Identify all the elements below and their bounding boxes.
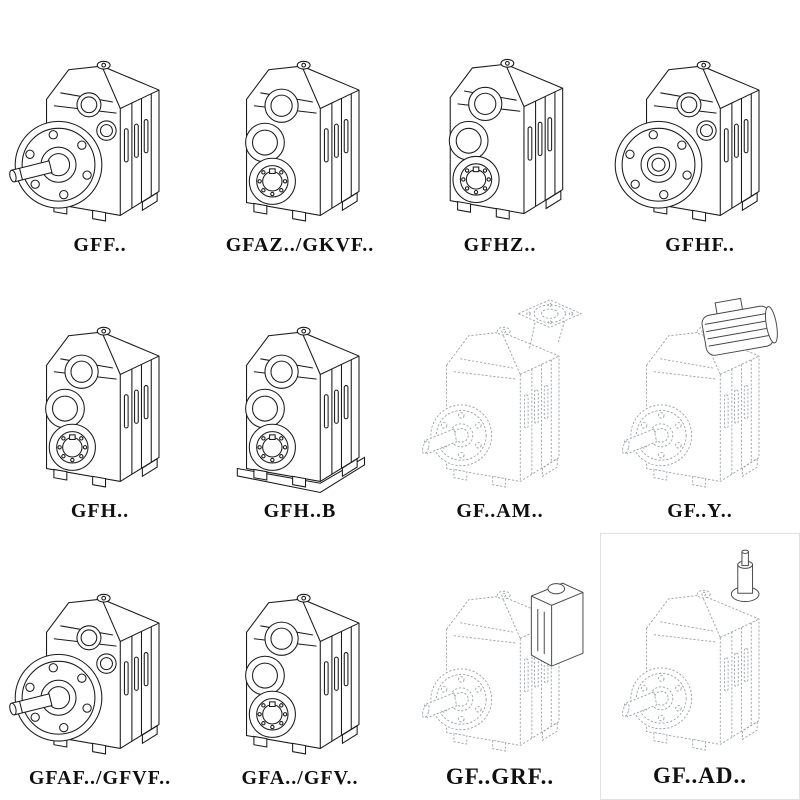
- output-flange: [14, 653, 103, 742]
- catalog-cell-gfgrf: GF..GRF..: [400, 533, 600, 800]
- catalog-cell-gfad: GF..AD..: [600, 533, 800, 800]
- catalog-cell-gfhz: GFHZ..: [400, 0, 600, 267]
- catalog-cell-gff: GFF..: [0, 0, 200, 267]
- catalog-cell-gfy: GF..Y..: [600, 267, 800, 534]
- gearbox-drawing-gff-icon: [8, 60, 160, 222]
- hollow-output-bore: [48, 424, 96, 472]
- model-label: GFH..B: [263, 500, 337, 523]
- model-label: GF..AD..: [652, 762, 748, 788]
- catalog-cell-gfaz: GFAZ../GKVF..: [200, 0, 400, 267]
- gear-attachment: [530, 582, 584, 667]
- model-label: GFF..: [73, 233, 127, 256]
- model-label: GFHF..: [665, 233, 735, 256]
- gearbox-drawing-gfa-icon: [245, 593, 360, 755]
- gearbox-drawing-gfy-icon: [620, 292, 781, 488]
- model-label: GFAF../GFVF..: [28, 766, 172, 789]
- hollow-output-bore: [248, 690, 296, 738]
- catalog-cell-gfhb: GFH..B: [200, 267, 400, 534]
- catalog-cell-gfa: GFA../GFV..: [200, 533, 400, 800]
- gearbox-drawing-gfam-icon: [420, 299, 582, 488]
- gearbox-drawing-gfhb-icon: [236, 327, 365, 494]
- input-shaft-adapter: [730, 549, 760, 602]
- gearbox-drawing-gfaf-icon: [8, 593, 160, 755]
- output-flange: [14, 120, 103, 209]
- model-label: GFHZ..: [463, 233, 537, 256]
- catalog-cell-gfh: GFH..: [0, 267, 200, 534]
- gearbox-drawing-gfh-icon: [45, 327, 160, 488]
- model-label: GF..GRF..: [445, 763, 555, 789]
- gearbox-drawing-gfgrf-icon: [420, 582, 584, 752]
- gearbox-drawing-gfhf-icon: [614, 60, 760, 222]
- hollow-output-bore: [248, 157, 296, 205]
- catalog-cell-gfam: GF..AM..: [400, 267, 600, 534]
- model-label: GFA../GFV..: [241, 766, 359, 789]
- model-label: GFH..: [70, 500, 130, 523]
- gearbox-drawing-gfaz-icon: [245, 60, 360, 222]
- gearbox-drawing-gfhz-icon: [448, 58, 564, 220]
- catalog-cell-gfaf: GFAF../GFVF..: [0, 533, 200, 800]
- output-flange: [614, 120, 703, 209]
- model-label: GF..AM..: [456, 500, 544, 523]
- hollow-output-bore: [248, 424, 296, 472]
- gearbox-drawing-gfad-icon: [620, 549, 760, 751]
- model-label: GFAZ../GKVF..: [225, 233, 375, 256]
- catalog-cell-gfhf: GFHF..: [600, 0, 800, 267]
- motor-adapter-flange: [517, 299, 582, 350]
- hollow-output-bore: [452, 155, 500, 203]
- model-label: GF..Y..: [667, 500, 733, 523]
- mounted-motor: [698, 292, 781, 358]
